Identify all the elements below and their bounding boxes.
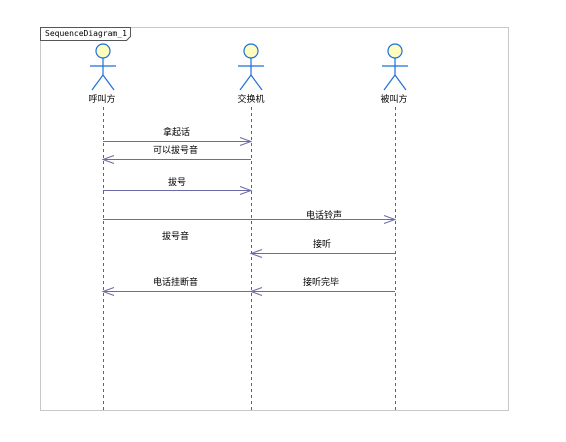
- actor-caller-icon: [90, 43, 116, 91]
- arrowhead-icon: [383, 215, 397, 224]
- message-arrow: [101, 287, 251, 296]
- message-label: 接听完毕: [303, 278, 340, 288]
- arrowhead-icon: [239, 186, 253, 195]
- message-arrow: [103, 215, 397, 224]
- message-arrow: [103, 186, 253, 195]
- actor-switch-icon: [238, 43, 264, 91]
- actor-label-callee: 被叫方: [380, 95, 408, 105]
- diagram-frame: [40, 27, 509, 411]
- actor-leg: [91, 74, 104, 91]
- frame-title-tab: [40, 27, 131, 41]
- actor-leg: [383, 74, 396, 91]
- frame-title: SequenceDiagram_1: [45, 29, 127, 38]
- actor-leg: [239, 74, 252, 91]
- actors-layer: [90, 43, 408, 91]
- arrowhead-icon: [101, 287, 115, 296]
- message-label: 接听: [313, 240, 332, 250]
- note-label: 拔号音: [162, 232, 190, 242]
- message-arrow: [103, 137, 253, 146]
- actor-leg: [250, 74, 263, 91]
- message-label: 拿起话: [163, 128, 191, 138]
- message-arrow: [249, 249, 395, 258]
- message-label: 拔号: [168, 178, 187, 188]
- arrowhead-icon: [101, 155, 115, 164]
- actor-label-caller: 呼叫方: [88, 95, 116, 105]
- message-label: 可以拔号音: [153, 146, 199, 156]
- messages-layer: [101, 137, 397, 296]
- message-label: 电话铃声: [306, 211, 343, 221]
- actor-head: [387, 43, 403, 59]
- actor-head: [243, 43, 259, 59]
- message-arrow: [101, 155, 251, 164]
- message-label: 电话挂断音: [153, 278, 199, 288]
- actor-label-switch: 交换机: [237, 95, 265, 105]
- actor-leg: [102, 74, 115, 91]
- arrowhead-icon: [249, 249, 263, 258]
- arrowhead-icon: [239, 137, 253, 146]
- lifelines-layer: [103, 107, 396, 410]
- actor-leg: [394, 74, 407, 91]
- actor-head: [95, 43, 111, 59]
- actor-callee-icon: [382, 43, 408, 91]
